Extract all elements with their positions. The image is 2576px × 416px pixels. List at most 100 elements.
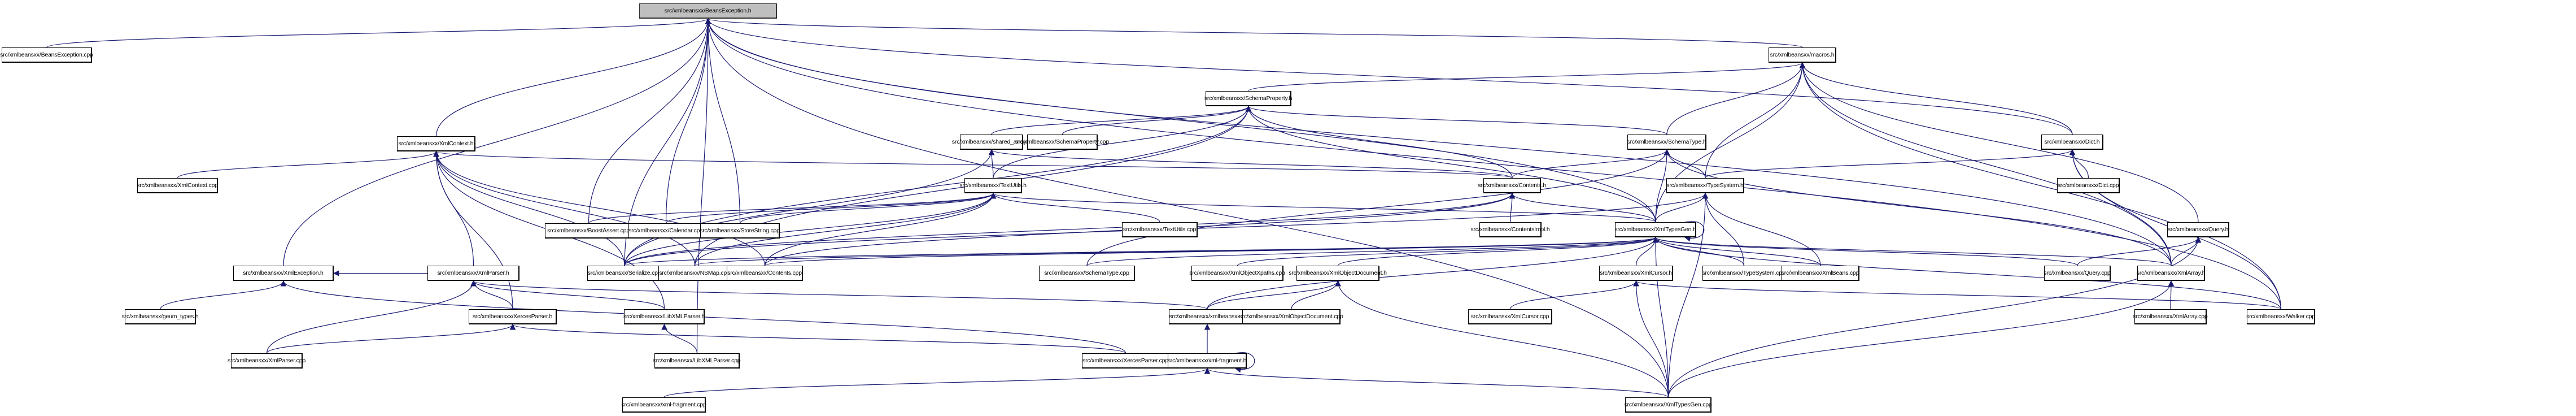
- graph-node[interactable]: src/xmlbeansxx/XmlObjectDocument.h: [1289, 266, 1387, 281]
- dependency-edge: [705, 18, 1803, 48]
- graph-node[interactable]: src/xmlbeansxx/xml-fragment.cpp: [621, 397, 706, 413]
- graph-node[interactable]: src/xmlbeansxx/Contents.h: [1478, 178, 1546, 193]
- dependency-edge: [993, 105, 1252, 179]
- graph-node[interactable]: src/xmlbeansxx/XmlCursor.cpp: [1468, 309, 1552, 324]
- dependency-edge: [510, 323, 1127, 354]
- graph-node[interactable]: src/xmlbeansxx/Walker.cpp: [2246, 309, 2315, 324]
- dependency-edge: [1667, 236, 2202, 398]
- dependency-edge: [990, 192, 1160, 223]
- graph-node[interactable]: src/xmlbeansxx/Serialize.cpp: [587, 266, 662, 281]
- graph-node[interactable]: src/xmlbeansxx/XmlParser.cpp: [228, 353, 305, 369]
- graph-node[interactable]: src/xmlbeansxx/Dict.h: [2041, 135, 2103, 150]
- graph-node[interactable]: src/xmlbeansxx/SchemaProperty.cpp: [1015, 135, 1109, 150]
- dependency-edge: [470, 280, 665, 310]
- dependency-edge: [1664, 149, 2172, 266]
- dependency-edge: [1204, 367, 1669, 398]
- dependency-edge: [433, 150, 625, 266]
- dependency-edge: [1655, 62, 1806, 223]
- graph-node[interactable]: src/xmlbeansxx/LibXMLParser.h: [623, 309, 705, 324]
- dependency-edge: [705, 18, 2073, 135]
- dependency-edge: [1207, 280, 1341, 310]
- graph-node[interactable]: src/xmlbeansxx/XmlCursor.h: [1599, 266, 1673, 281]
- dependency-edge: [46, 18, 711, 48]
- dependency-edge: [1655, 149, 1670, 223]
- graph-node[interactable]: src/xmlbeansxx/NSMap.cpp: [658, 266, 731, 281]
- dependency-edge: [1234, 352, 1255, 373]
- graph-node[interactable]: src/xmlbeansxx/XmlException.h: [233, 266, 334, 281]
- dependency-edge: [1684, 221, 1705, 242]
- dependency-edge: [1248, 62, 1806, 92]
- dependency-edge: [1799, 62, 2073, 135]
- graph-node[interactable]: src/xmlbeansxx/Contents.cpp: [727, 266, 803, 281]
- graph-node[interactable]: src/xmlbeansxx/XmlBeans.cpp: [1782, 266, 1859, 281]
- dependency-edge: [1245, 105, 1513, 179]
- graph-node[interactable]: src/xmlbeansxx/XmlArray.h: [2137, 266, 2205, 281]
- dependency-edge: [2077, 236, 2202, 266]
- dependency-edge: [1655, 192, 1709, 223]
- dependency-edge: [1702, 192, 1745, 266]
- graph-node[interactable]: src/xmlbeansxx/Query.h: [2167, 222, 2229, 237]
- edge-layer: [46, 18, 2282, 398]
- graph-node[interactable]: src/xmlbeansxx/XercesParser.h: [469, 309, 557, 324]
- graph-node[interactable]: src/xmlbeansxx/TypeSystem.h: [1666, 178, 1744, 193]
- graph-node[interactable]: src/xmlbeansxx/SchemaProperty.h: [1204, 91, 1292, 106]
- graph-node[interactable]: src/xmlbeansxx/Dict.cpp: [2057, 178, 2120, 193]
- dependency-edge: [1652, 236, 2078, 266]
- dependency-edge: [1509, 192, 1516, 223]
- graph-node[interactable]: src/xmlbeansxx/XmlObjectDocument.cpp: [1239, 309, 1343, 324]
- graph-node[interactable]: src/xmlbeansxx/BeansException.cpp: [0, 47, 93, 63]
- dependency-edge: [433, 150, 696, 266]
- dependency-edge: [988, 149, 1513, 179]
- graph-node[interactable]: src/xmlbeansxx/xmlbeansxx.h: [1169, 309, 1246, 324]
- dependency-edge: [1652, 236, 1821, 266]
- graph-node[interactable]: src/xmlbeansxx/TypeSystem.cpp: [1702, 266, 1785, 281]
- dependency-edge: [1667, 280, 2175, 398]
- dependency-edge: [1509, 280, 1639, 310]
- dependency-edge: [663, 367, 1211, 398]
- graph-node[interactable]: src/xmlbeansxx/geum_types.h: [122, 309, 199, 324]
- graph-node[interactable]: src/xmlbeansxx/macros.h: [1769, 47, 1836, 63]
- dependency-edge: [2069, 149, 2172, 266]
- graph-node[interactable]: src/xmlbeansxx/XmlTypesGen.cpp: [1624, 397, 1712, 413]
- graph-node[interactable]: src/xmlbeansxx/TextUtils.h: [959, 178, 1027, 193]
- dependency-edge: [1799, 62, 2282, 310]
- graph-node[interactable]: src/xmlbeansxx/Query.cpp: [2044, 266, 2111, 281]
- dependency-edge: [624, 192, 997, 266]
- dependency-edge: [1062, 105, 1252, 135]
- dependency-edge: [160, 280, 287, 310]
- graph-node[interactable]: src/xmlbeansxx/XmlContext.cpp: [137, 178, 218, 193]
- dependency-edge: [705, 18, 2282, 310]
- dependency-edge: [991, 105, 1252, 135]
- dependency-edge: [1705, 149, 2076, 179]
- graph-node[interactable]: src/xmlbeansxx/ContentsImpl.h: [1470, 222, 1550, 237]
- graph-node[interactable]: src/xmlbeansxx/XmlParser.h: [427, 266, 519, 281]
- graph-node[interactable]: src/xmlbeansxx/SchemaType.h: [1627, 135, 1706, 150]
- graph-node[interactable]: src/xmlbeansxx/StoreString.cpp: [700, 223, 780, 239]
- dependency-edge: [1664, 149, 1706, 179]
- graph-node[interactable]: src/xmlbeansxx/LibXMLParser.cpp: [653, 353, 741, 369]
- graph-node[interactable]: src/xmlbeansxx/XmlObjectXpaths.cpp: [1189, 266, 1285, 281]
- graph-node[interactable]: src/xmlbeansxx/SchemaType.cpp: [1039, 266, 1135, 281]
- graph-node[interactable]: src/xmlbeansxx/XercesParser.cpp: [1082, 353, 1169, 369]
- dependency-edge: [1652, 236, 2282, 310]
- graph-node[interactable]: src/xmlbeansxx/TextUtils.cpp: [1122, 222, 1198, 237]
- dependency-edge: [588, 192, 997, 224]
- dependency-edge: [1086, 236, 1659, 266]
- graph-node[interactable]: src/xmlbeansxx/xml-fragment.h: [1168, 353, 1247, 369]
- graph-node[interactable]: src/xmlbeansxx/BoostAssert.cpp: [545, 223, 632, 239]
- dependency-edge: [1666, 62, 1806, 135]
- dependency-edge: [1652, 236, 2172, 266]
- graph-node[interactable]: src/xmlbeansxx/XmlTypesGen.h: [1614, 222, 1696, 237]
- dependency-edge: [1245, 105, 1667, 135]
- dependency-edge: [1799, 62, 2199, 223]
- dependency-edge: [665, 192, 997, 224]
- dependency-edge: [1207, 236, 1659, 310]
- graph-node[interactable]: src/xmlbeansxx/Calendar.cpp: [628, 223, 704, 239]
- dependency-edge: [705, 18, 741, 224]
- graph-node[interactable]: src/xmlbeansxx/XmlArray.cpp: [2133, 309, 2208, 324]
- dependency-edge: [624, 105, 1252, 266]
- dependency-edge: [1337, 236, 1659, 266]
- graph-node[interactable]: src/xmlbeansxx/shared_array.h: [952, 135, 1031, 150]
- graph-node[interactable]: src/xmlbeansxx/XmlContext.h: [397, 136, 475, 151]
